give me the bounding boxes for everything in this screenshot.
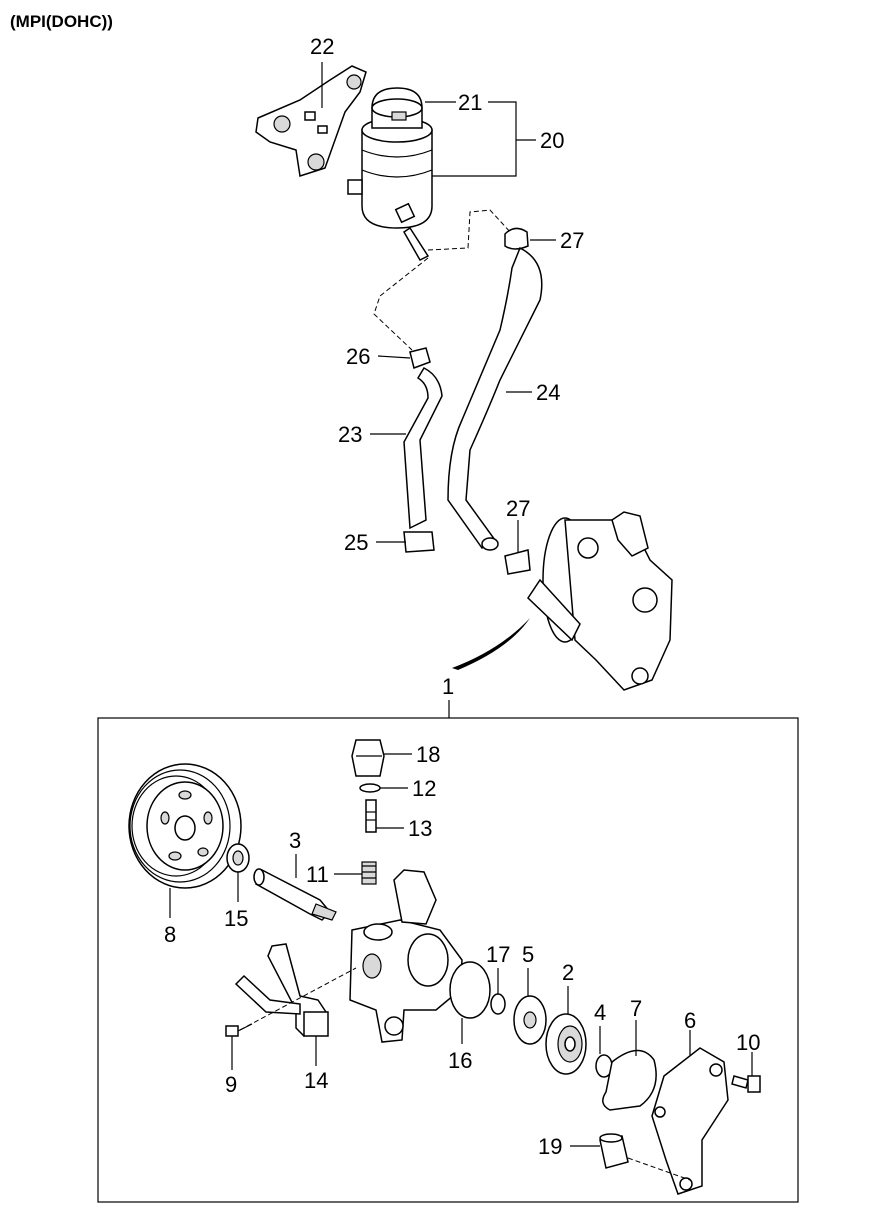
pulley xyxy=(128,763,242,889)
o-ring-16 xyxy=(449,961,491,1019)
reservoir-bracket xyxy=(255,65,367,177)
callout-23: 23 xyxy=(338,422,362,447)
pump-assembly-view xyxy=(527,511,673,691)
callout-7: 7 xyxy=(630,996,642,1021)
cover-gasket xyxy=(602,1049,657,1111)
callout-numbers: 22 21 20 27 26 24 23 27 25 1 18 12 13 3 … xyxy=(164,34,760,1159)
leader-lines xyxy=(169,62,753,1147)
reservoir-tank xyxy=(347,87,433,261)
callout-6: 6 xyxy=(684,1008,696,1033)
callout-2: 2 xyxy=(562,960,574,985)
return-line xyxy=(373,209,513,351)
callout-5: 5 xyxy=(522,942,534,967)
callout-1: 1 xyxy=(442,674,454,699)
flow-control-valve xyxy=(365,799,377,833)
diagram-heading: (MPI(DOHC)) xyxy=(10,12,113,31)
hose-clamp-26 xyxy=(409,347,431,369)
pressure-plate xyxy=(513,995,547,1045)
callout-4: 4 xyxy=(594,1000,606,1025)
hose-clamp-25 xyxy=(403,531,435,553)
o-ring-12 xyxy=(359,783,381,793)
callout-27-lower: 27 xyxy=(506,496,530,521)
callout-3: 3 xyxy=(289,828,301,853)
hose-clamp-top xyxy=(504,227,529,250)
rotor-cartridge xyxy=(545,1013,587,1075)
bushing xyxy=(599,1133,629,1169)
callout-26: 26 xyxy=(346,344,370,369)
o-ring-17 xyxy=(490,993,506,1015)
pump-body xyxy=(349,869,463,1043)
callout-19: 19 xyxy=(538,1134,562,1159)
detail-frame xyxy=(97,717,799,1203)
callout-9: 9 xyxy=(225,1072,237,1097)
callout-24: 24 xyxy=(536,380,560,405)
callout-11: 11 xyxy=(306,862,329,887)
hose-clamp-lower xyxy=(504,549,531,575)
connector-fitting xyxy=(351,739,385,777)
callout-18: 18 xyxy=(416,742,440,767)
pressure-hose xyxy=(403,367,443,530)
rear-cover xyxy=(651,1047,729,1195)
bolt-9 xyxy=(225,1023,253,1037)
callout-25: 25 xyxy=(344,530,368,555)
callout-13: 13 xyxy=(408,816,432,841)
callout-10: 10 xyxy=(736,1030,760,1055)
callout-14: 14 xyxy=(304,1068,328,1093)
pipe-bracket xyxy=(234,943,329,1038)
callout-20: 20 xyxy=(540,128,564,153)
callout-22: 22 xyxy=(310,34,334,59)
callout-21: 21 xyxy=(458,90,482,115)
callout-17: 17 xyxy=(486,942,510,967)
callout-16: 16 xyxy=(448,1048,472,1073)
callout-15: 15 xyxy=(224,906,248,931)
callout-8: 8 xyxy=(164,922,176,947)
callout-27-top: 27 xyxy=(560,228,584,253)
valve-spring xyxy=(361,861,377,885)
oil-seal xyxy=(226,843,250,873)
assembly-pointer xyxy=(452,618,530,670)
callout-12: 12 xyxy=(412,776,436,801)
drive-shaft xyxy=(253,868,337,921)
bolt-10 xyxy=(731,1075,761,1093)
